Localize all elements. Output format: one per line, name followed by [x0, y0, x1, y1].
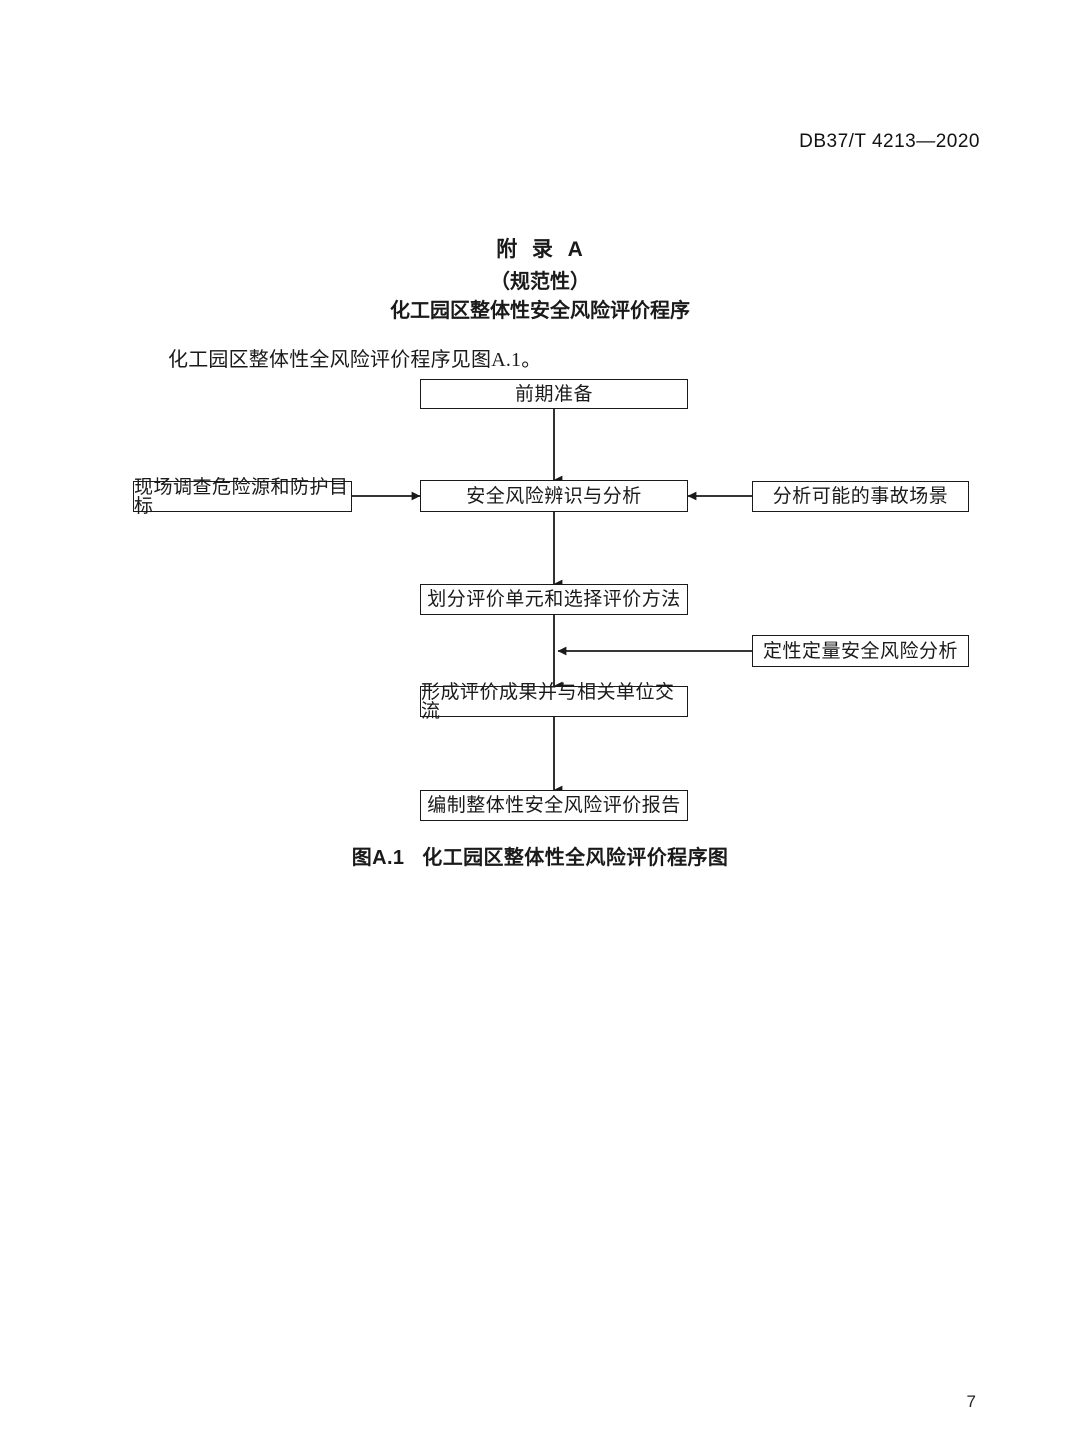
flow-node-preparation: 前期准备	[420, 379, 688, 409]
annex-title: 化工园区整体性安全风险评价程序	[390, 300, 690, 322]
flow-node-final-report: 编制整体性安全风险评价报告	[420, 790, 688, 821]
flowchart: 前期准备 现场调查危险源和防护目标 安全风险辨识与分析 分析可能的事故场景 划分…	[133, 379, 969, 821]
flow-node-risk-identification: 安全风险辨识与分析	[420, 480, 688, 512]
flow-node-site-survey: 现场调查危险源和防护目标	[133, 478, 352, 516]
flowchart-connectors	[352, 409, 752, 795]
annex-label: 附 录 A	[496, 238, 584, 261]
flow-node-results-communication: 形成评价成果并与相关单位交流	[420, 683, 688, 721]
annex-normative-note: （规范性）	[490, 271, 590, 293]
standard-number-header: DB37/T 4213—2020	[799, 131, 980, 152]
flow-node-qualitative-quantitative-analysis: 定性定量安全风险分析	[752, 635, 969, 667]
intro-paragraph: 化工园区整体性全风险评价程序见图A.1。	[168, 349, 542, 371]
flow-node-evaluation-unit: 划分评价单元和选择评价方法	[420, 584, 688, 615]
figure-caption: 图A.1 化工园区整体性全风险评价程序图	[351, 847, 729, 869]
page-number: 7	[966, 1392, 976, 1411]
flow-node-accident-scenario: 分析可能的事故场景	[752, 481, 969, 512]
